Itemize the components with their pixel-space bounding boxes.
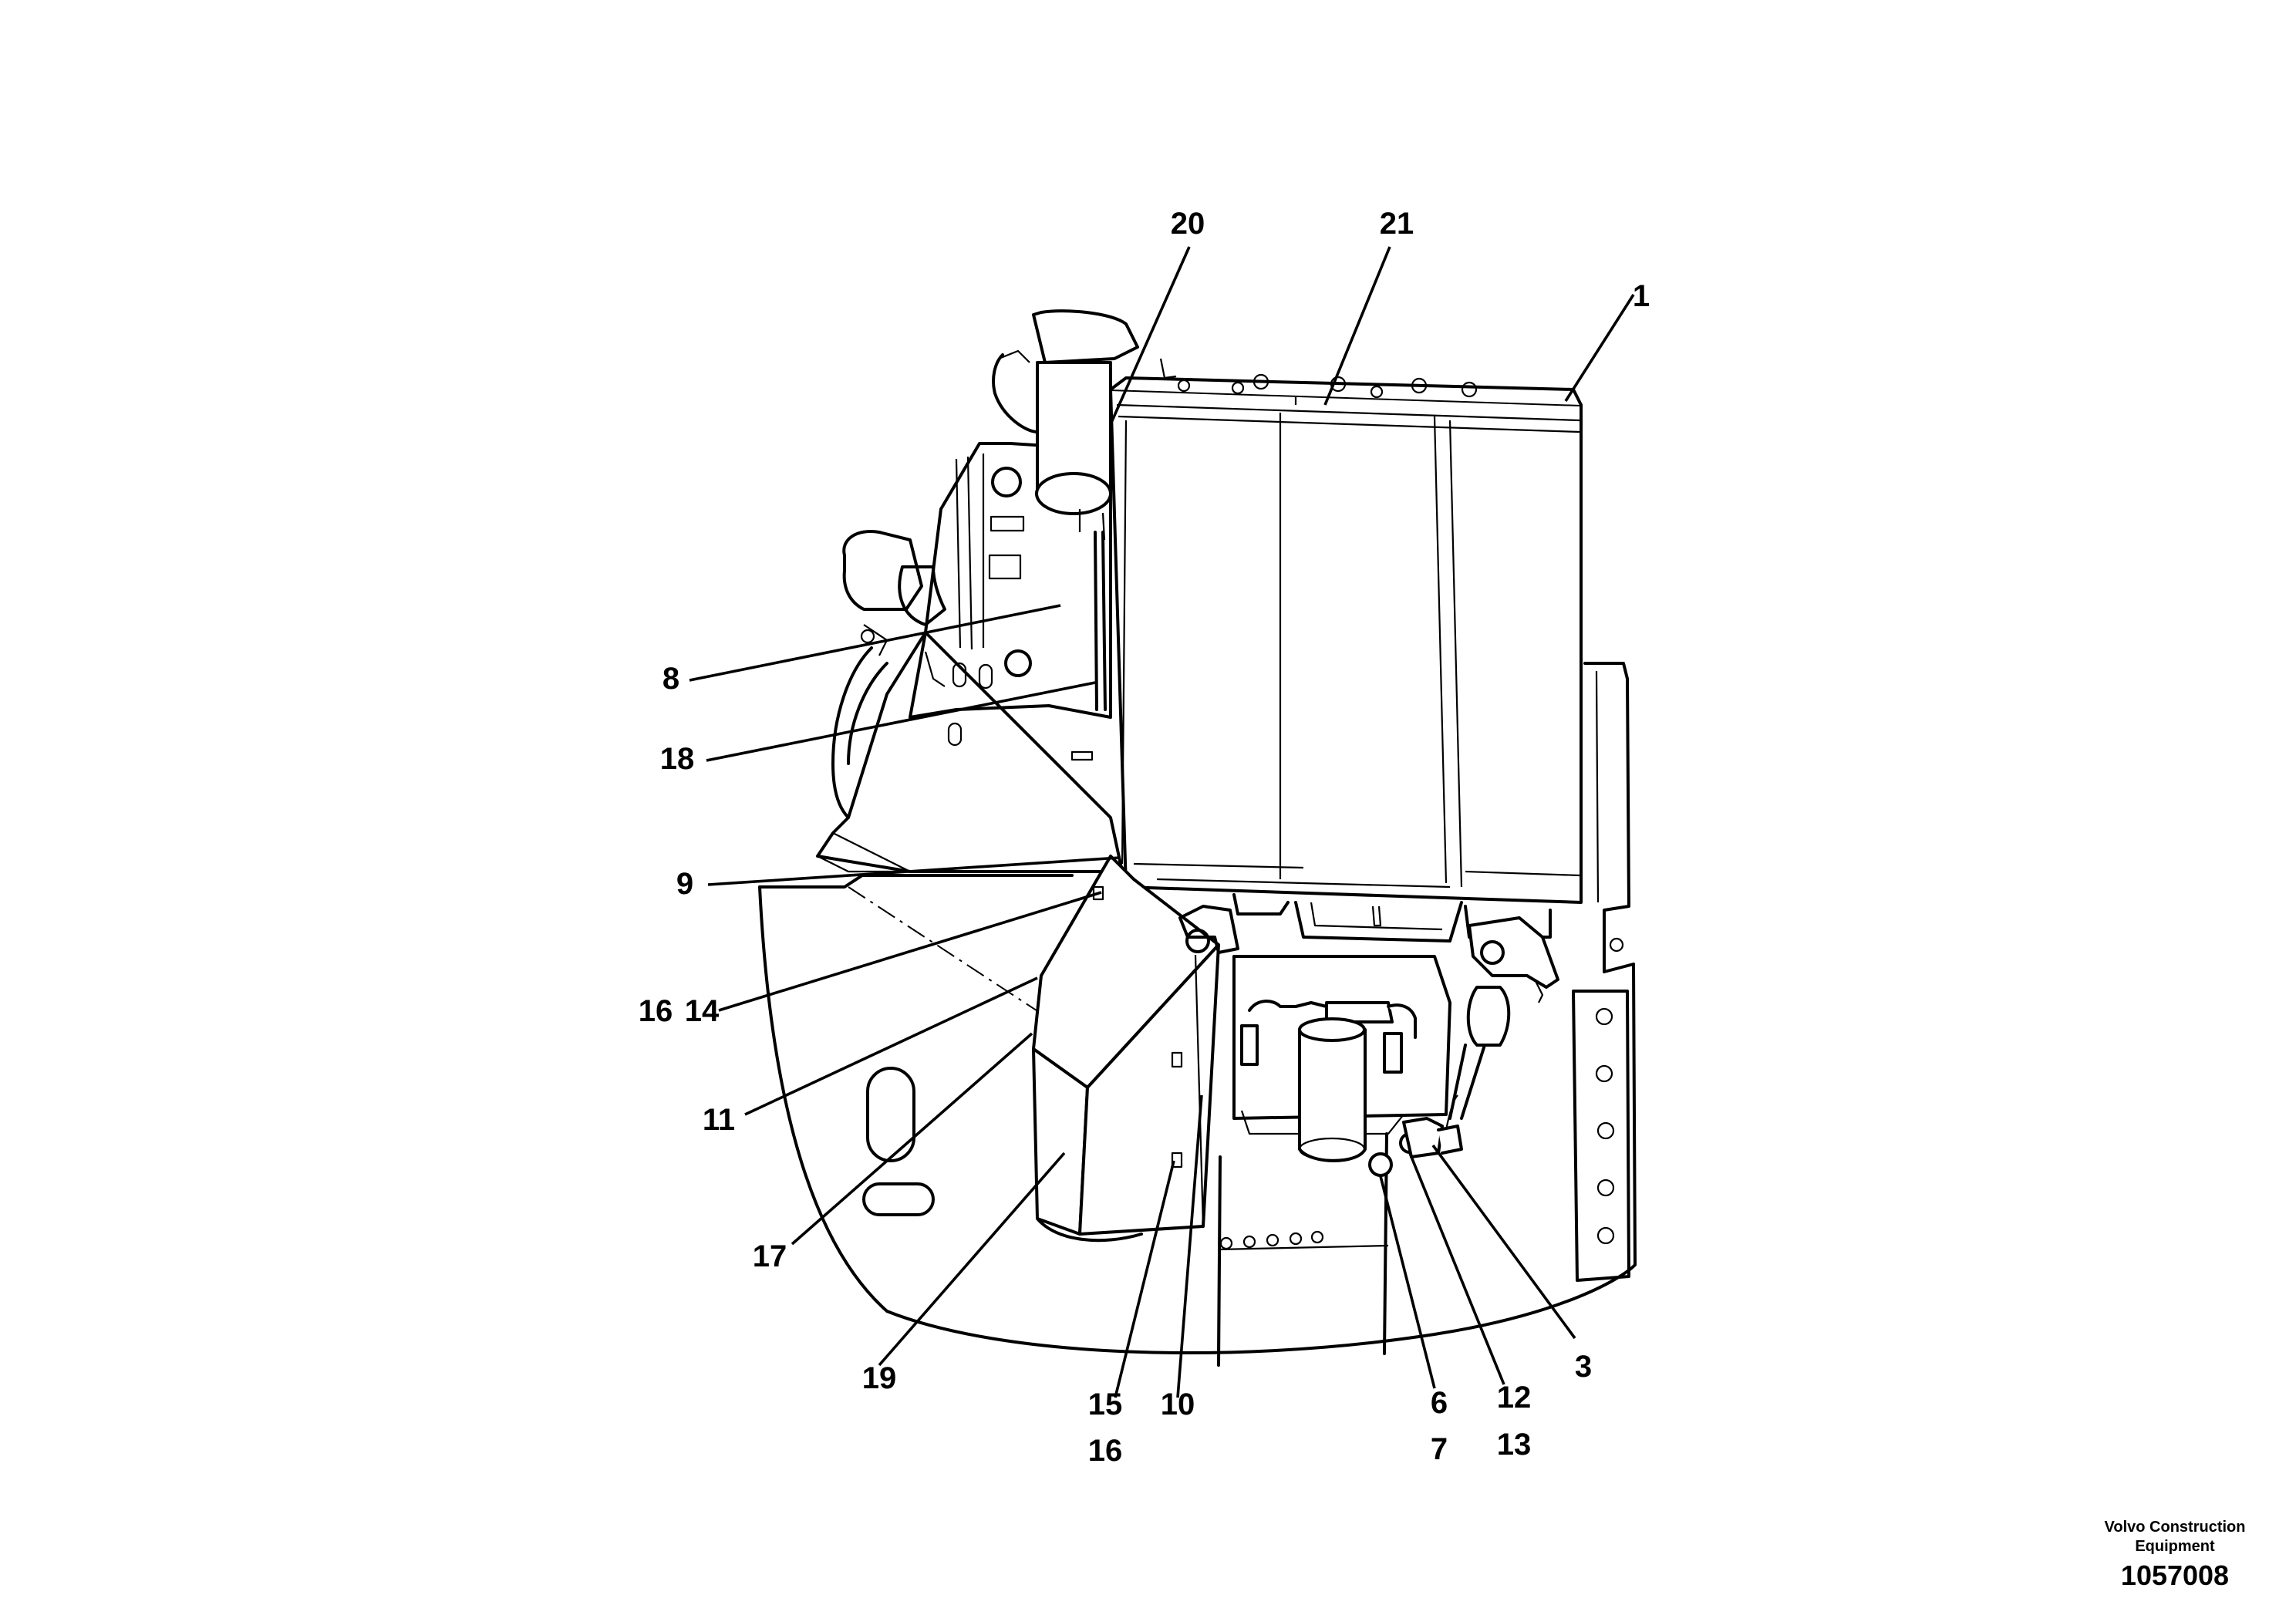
callout-10: 10 xyxy=(1161,1388,1195,1421)
side-housing xyxy=(831,309,1139,819)
leader-lines xyxy=(689,246,1635,1398)
leader-21 xyxy=(1323,246,1391,406)
filter-pump xyxy=(1232,955,1463,1177)
leader-18 xyxy=(706,681,1096,762)
leader-12 xyxy=(1408,1152,1505,1385)
right-hose xyxy=(1448,916,1559,1120)
callout-labels: 20 21 1 8 18 9 16 14 11 17 19 15 16 10 6… xyxy=(639,207,1650,1468)
company-name: Volvo Construction Equipment xyxy=(2104,1519,2246,1555)
callout-20: 20 xyxy=(1171,207,1205,241)
leader-11 xyxy=(744,976,1038,1116)
callout-8: 8 xyxy=(663,662,679,696)
callout-17: 17 xyxy=(753,1239,787,1273)
callout-16-lower: 16 xyxy=(1088,1434,1123,1468)
leader-1 xyxy=(1564,294,1635,402)
callout-14: 14 xyxy=(685,994,720,1028)
leader-9 xyxy=(707,856,1121,886)
leader-8 xyxy=(689,604,1061,682)
leader-15 xyxy=(1114,1160,1175,1398)
leader-19 xyxy=(878,1152,1066,1367)
callout-1: 1 xyxy=(1633,279,1650,313)
callout-11: 11 xyxy=(703,1103,735,1137)
leader-14 xyxy=(718,891,1102,1012)
callout-6: 6 xyxy=(1431,1386,1448,1420)
callout-16-upper: 16 xyxy=(639,994,673,1028)
leader-3 xyxy=(1431,1144,1576,1340)
callout-18: 18 xyxy=(660,742,695,776)
leader-17 xyxy=(791,1032,1033,1246)
drawing-number: 1057008 xyxy=(2120,1560,2230,1591)
callout-12: 12 xyxy=(1497,1381,1532,1415)
air-duct xyxy=(816,631,1239,1243)
callout-21: 21 xyxy=(1380,207,1414,241)
callout-7: 7 xyxy=(1431,1432,1448,1466)
leader-20 xyxy=(1109,246,1191,425)
base-frame xyxy=(758,662,1637,1367)
callout-15: 15 xyxy=(1088,1388,1123,1421)
callout-19: 19 xyxy=(862,1361,897,1395)
callout-13: 13 xyxy=(1497,1428,1532,1462)
leader-10 xyxy=(1176,1094,1203,1398)
cooler-assembly xyxy=(1109,358,1583,943)
leader-6 xyxy=(1379,1175,1436,1389)
callout-3: 3 xyxy=(1575,1350,1592,1384)
callout-9: 9 xyxy=(676,867,693,901)
